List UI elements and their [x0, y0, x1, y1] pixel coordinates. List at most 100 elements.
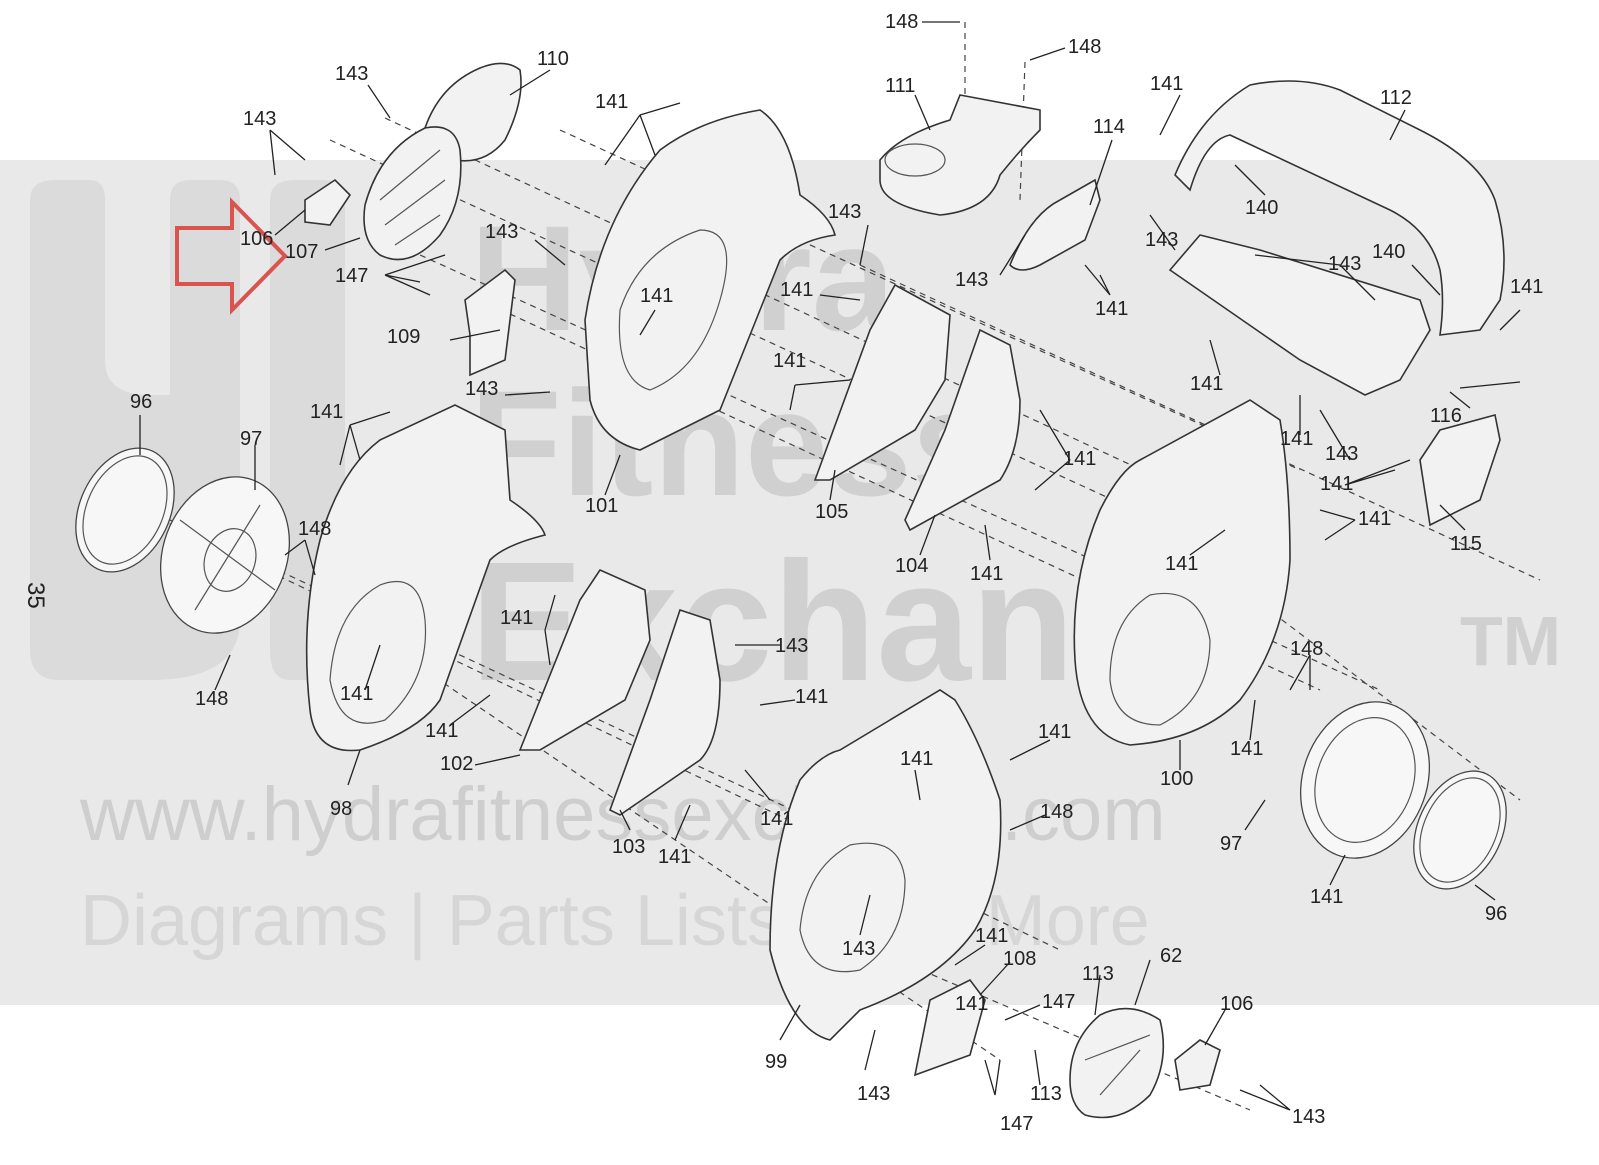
callout-label: 141: [340, 683, 373, 705]
callout-label: 62: [1160, 945, 1182, 967]
callout-label: 143: [465, 378, 498, 400]
callout-label: 106: [240, 228, 273, 250]
watermark-trademark: TM: [1460, 602, 1561, 680]
callout-label: 115: [1450, 533, 1482, 555]
callout-label: 141: [1310, 886, 1343, 908]
callout-label: 110: [537, 48, 569, 70]
part-106-bottom: [1174, 1039, 1221, 1091]
callout-label: 141: [1063, 448, 1096, 470]
part-116: [1168, 234, 1431, 396]
callout-label: 101: [585, 495, 618, 517]
callout-label: 141: [1190, 373, 1223, 395]
callout-label: 97: [240, 428, 262, 450]
callout-label: 96: [130, 391, 152, 413]
callout-label: 141: [595, 91, 628, 113]
callout-leaders: [139, 21, 1521, 1111]
callout-label: 147: [1000, 1113, 1033, 1135]
parts: [75, 62, 1507, 1119]
callout-label: 98: [330, 798, 352, 820]
callout-label: 106: [1220, 993, 1253, 1015]
part-102: [518, 568, 651, 751]
callout-label: 141: [1358, 508, 1391, 530]
callout-label: 147: [1042, 991, 1075, 1013]
callout-label: 114: [1093, 116, 1125, 138]
callout-label: 141: [760, 808, 793, 830]
callout-label: 141: [425, 720, 458, 742]
part-96-left: [75, 447, 175, 573]
callout-label: 148: [885, 11, 918, 33]
callout-label: 113: [1082, 963, 1114, 985]
callout-label: 141: [640, 285, 673, 307]
callout-label: 148: [1290, 638, 1323, 660]
part-98: [305, 404, 547, 752]
part-62: [1069, 1007, 1165, 1119]
part-101: [584, 109, 836, 451]
part-112: [1174, 80, 1505, 336]
callout-label: 143: [1292, 1106, 1325, 1128]
part-107: [363, 126, 462, 261]
part-104: [904, 328, 1021, 532]
callout-label: 107: [285, 241, 318, 263]
callout-label: 141: [1320, 473, 1353, 495]
callout-label: 100: [1160, 768, 1193, 790]
callout-label: 141: [1165, 553, 1198, 575]
callout-label: 143: [1145, 229, 1178, 251]
callout-label: 104: [895, 555, 928, 577]
callout-label: 143: [485, 221, 518, 243]
callout-label: 112: [1380, 87, 1412, 109]
part-108: [913, 978, 986, 1077]
callout-label: 143: [842, 938, 875, 960]
callout-label: 143: [955, 269, 988, 291]
callout-label: 143: [775, 635, 808, 657]
callout-label: 148: [195, 688, 228, 710]
callout-label: 143: [1328, 253, 1361, 275]
callout-label: 96: [1485, 903, 1507, 925]
part-109: [464, 268, 516, 377]
callout-label: 141: [1230, 738, 1263, 760]
callout-label: 141: [780, 279, 813, 301]
callout-label: 141: [975, 925, 1008, 947]
callout-label: 99: [765, 1051, 787, 1073]
callout-label: 113: [1030, 1083, 1062, 1105]
callout-label: 111: [885, 75, 915, 97]
part-111: [879, 94, 1041, 216]
callout-label: 141: [970, 563, 1003, 585]
callout-label: 148: [1068, 36, 1101, 58]
part-100: [1073, 399, 1291, 746]
callout-label: 105: [815, 501, 848, 523]
callout-label: 141: [1095, 298, 1128, 320]
callout-labels: 148 148 143 110 111 141 112 143 114 141 …: [130, 11, 1543, 1135]
callout-label: 102: [440, 753, 473, 775]
callout-label: 148: [1040, 801, 1073, 823]
part-115: [1419, 414, 1501, 527]
callout-label: 141: [310, 401, 343, 423]
callout-label: 97: [1220, 833, 1242, 855]
callout-label: 140: [1245, 197, 1278, 219]
callout-label: 141: [1280, 428, 1313, 450]
callout-label: 143: [243, 108, 276, 130]
callout-label: 141: [795, 686, 828, 708]
callout-label: 143: [857, 1083, 890, 1105]
callout-label: 141: [1038, 721, 1071, 743]
callout-label: 141: [955, 993, 988, 1015]
callout-label: 141: [1150, 73, 1183, 95]
callout-label: 116: [1430, 405, 1462, 427]
part-99: [769, 689, 1002, 1041]
callout-label: 108: [1003, 948, 1036, 970]
part-97-left: [159, 476, 291, 634]
part-105: [813, 283, 951, 481]
callout-label: 141: [773, 350, 806, 372]
callout-label: 103: [612, 836, 645, 858]
callout-label: 143: [335, 63, 368, 85]
page-number: 35: [22, 582, 49, 609]
callout-label: 141: [900, 748, 933, 770]
callout-label: 141: [1510, 276, 1543, 298]
callout-label: 141: [500, 607, 533, 629]
callout-label: 147: [335, 265, 368, 287]
callout-label: 143: [1325, 443, 1358, 465]
highlight-arrow-icon: [175, 197, 288, 315]
part-96-right: [1413, 770, 1507, 890]
part-103: [609, 608, 721, 816]
callout-label: 140: [1372, 241, 1405, 263]
